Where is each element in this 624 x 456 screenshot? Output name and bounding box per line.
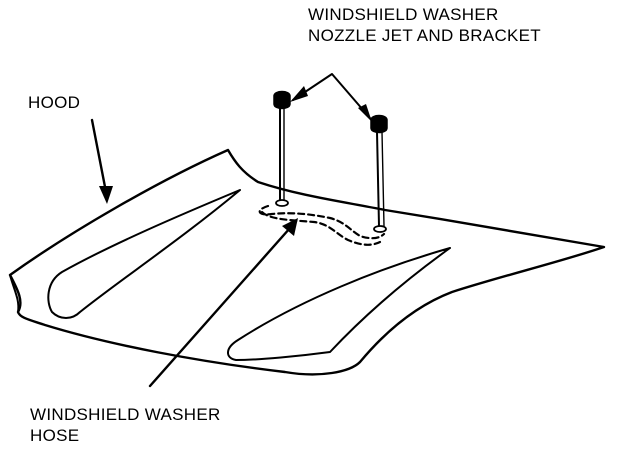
- hood-panel: [8, 148, 606, 376]
- hood-arrowhead: [99, 186, 113, 204]
- right-nozzle-jet-icon: [370, 114, 388, 134]
- hood-left-edge: [9, 274, 20, 313]
- hose-arrowhead: [282, 218, 298, 236]
- washer-hose: [258, 204, 386, 240]
- nozzle-label-line2: NOZZLE JET AND BRACKET: [308, 26, 541, 45]
- hood-leader-line: [90, 118, 108, 194]
- hose-label-line1: WINDSHIELD WASHER: [30, 405, 221, 424]
- hood-label-text: HOOD: [28, 93, 81, 112]
- hose-leader-line: [148, 226, 292, 388]
- right-nozzle-stem: [376, 131, 380, 227]
- left-nozzle-jet-icon: [273, 90, 291, 110]
- hood-left-groove: [47, 189, 241, 319]
- nozzle-jet-label: WINDSHIELD WASHER NOZZLE JET AND BRACKET: [308, 4, 541, 46]
- hood-right-groove: [227, 247, 451, 361]
- nozzle-label-line1: WINDSHIELD WASHER: [308, 5, 499, 24]
- hose-label-line2: HOSE: [30, 426, 80, 445]
- nozzle-right-arrowhead: [358, 104, 372, 122]
- washer-hose-label: WINDSHIELD WASHER HOSE: [30, 404, 221, 446]
- nozzle-left-arrowhead: [290, 86, 308, 102]
- hood-label: HOOD: [28, 92, 80, 113]
- washer-hose-lower: [260, 210, 382, 246]
